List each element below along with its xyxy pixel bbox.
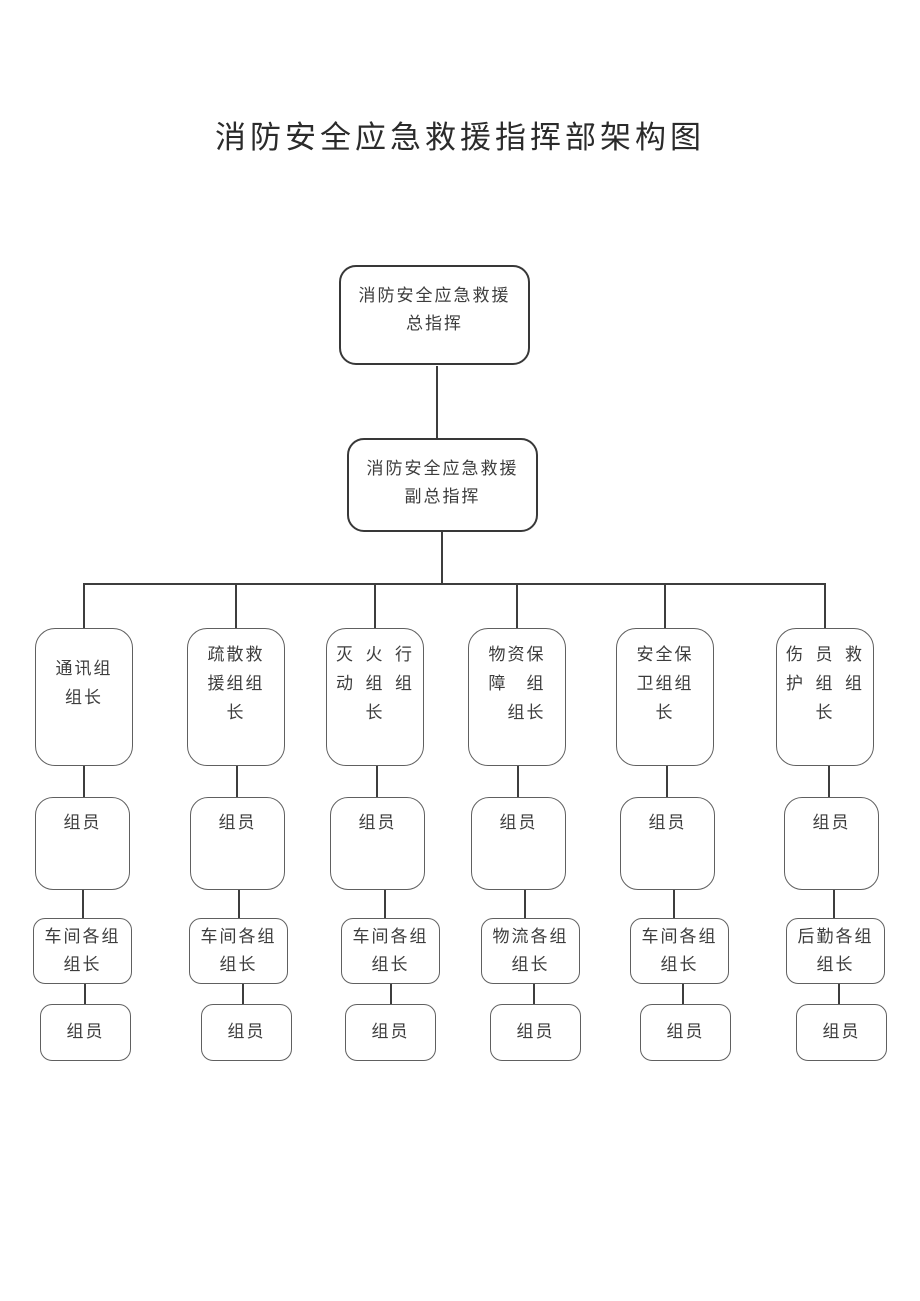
node-evacuation-member: 组员 — [190, 797, 285, 890]
node-rear-support-leader: 后勤各组 组长 — [786, 918, 885, 984]
node-workshop-leader: 车间各组 组长 — [341, 918, 440, 984]
connector-line — [524, 890, 526, 918]
connector-line — [84, 984, 86, 1004]
connector-line — [235, 583, 237, 628]
node-communications-member: 组员 — [35, 797, 130, 890]
connector-line — [682, 984, 684, 1004]
connector-line — [238, 890, 240, 918]
connector-line — [441, 532, 443, 584]
connector-line — [533, 984, 535, 1004]
node-workshop-member: 组员 — [40, 1004, 131, 1061]
connector-line — [828, 766, 830, 797]
connector-line — [664, 583, 666, 628]
connector-line — [236, 766, 238, 797]
node-chief-commander: 消防安全应急救援 总指挥 — [339, 265, 530, 365]
connector-line — [82, 890, 84, 918]
connector-line — [838, 984, 840, 1004]
connector-line — [376, 766, 378, 797]
connector-line — [517, 766, 519, 797]
page-title: 消防安全应急救援指挥部架构图 — [215, 120, 705, 156]
connector-line — [516, 583, 518, 628]
node-security-leader: 安全保 卫组组 长 — [616, 628, 714, 766]
connector-line — [833, 890, 835, 918]
node-logistics-leader: 物流各组 组长 — [481, 918, 580, 984]
node-workshop-leader: 车间各组 组长 — [33, 918, 132, 984]
node-workshop-member: 组员 — [201, 1004, 292, 1061]
connector-line — [242, 984, 244, 1004]
node-logistics-member: 组员 — [490, 1004, 581, 1061]
node-casualty-rescue-leader: 伤 员 救 护 组 组 长 — [776, 628, 874, 766]
connector-line — [83, 583, 85, 628]
connector-line — [390, 984, 392, 1004]
node-workshop-member: 组员 — [345, 1004, 436, 1061]
node-firefighting-member: 组员 — [330, 797, 425, 890]
node-deputy-commander: 消防安全应急救援 副总指挥 — [347, 438, 538, 532]
connector-line — [436, 366, 438, 438]
connector-line — [374, 583, 376, 628]
connector-line — [824, 583, 826, 628]
connector-line — [83, 583, 826, 585]
connector-line — [83, 766, 85, 797]
node-workshop-leader: 车间各组 组长 — [630, 918, 729, 984]
node-workshop-leader: 车间各组 组长 — [189, 918, 288, 984]
connector-line — [384, 890, 386, 918]
node-firefighting-leader: 灭 火 行 动 组 组 长 — [326, 628, 424, 766]
node-rear-support-member: 组员 — [796, 1004, 887, 1061]
node-security-member: 组员 — [620, 797, 715, 890]
node-workshop-member: 组员 — [640, 1004, 731, 1061]
node-evacuation-leader: 疏散救 援组组 长 — [187, 628, 285, 766]
node-casualty-rescue-member: 组员 — [784, 797, 879, 890]
node-communications-leader: 通讯组 组长 — [35, 628, 133, 766]
connector-line — [673, 890, 675, 918]
connector-line — [666, 766, 668, 797]
node-material-support-member: 组员 — [471, 797, 566, 890]
node-material-support-leader: 物资保 障 组 组长 — [468, 628, 566, 766]
